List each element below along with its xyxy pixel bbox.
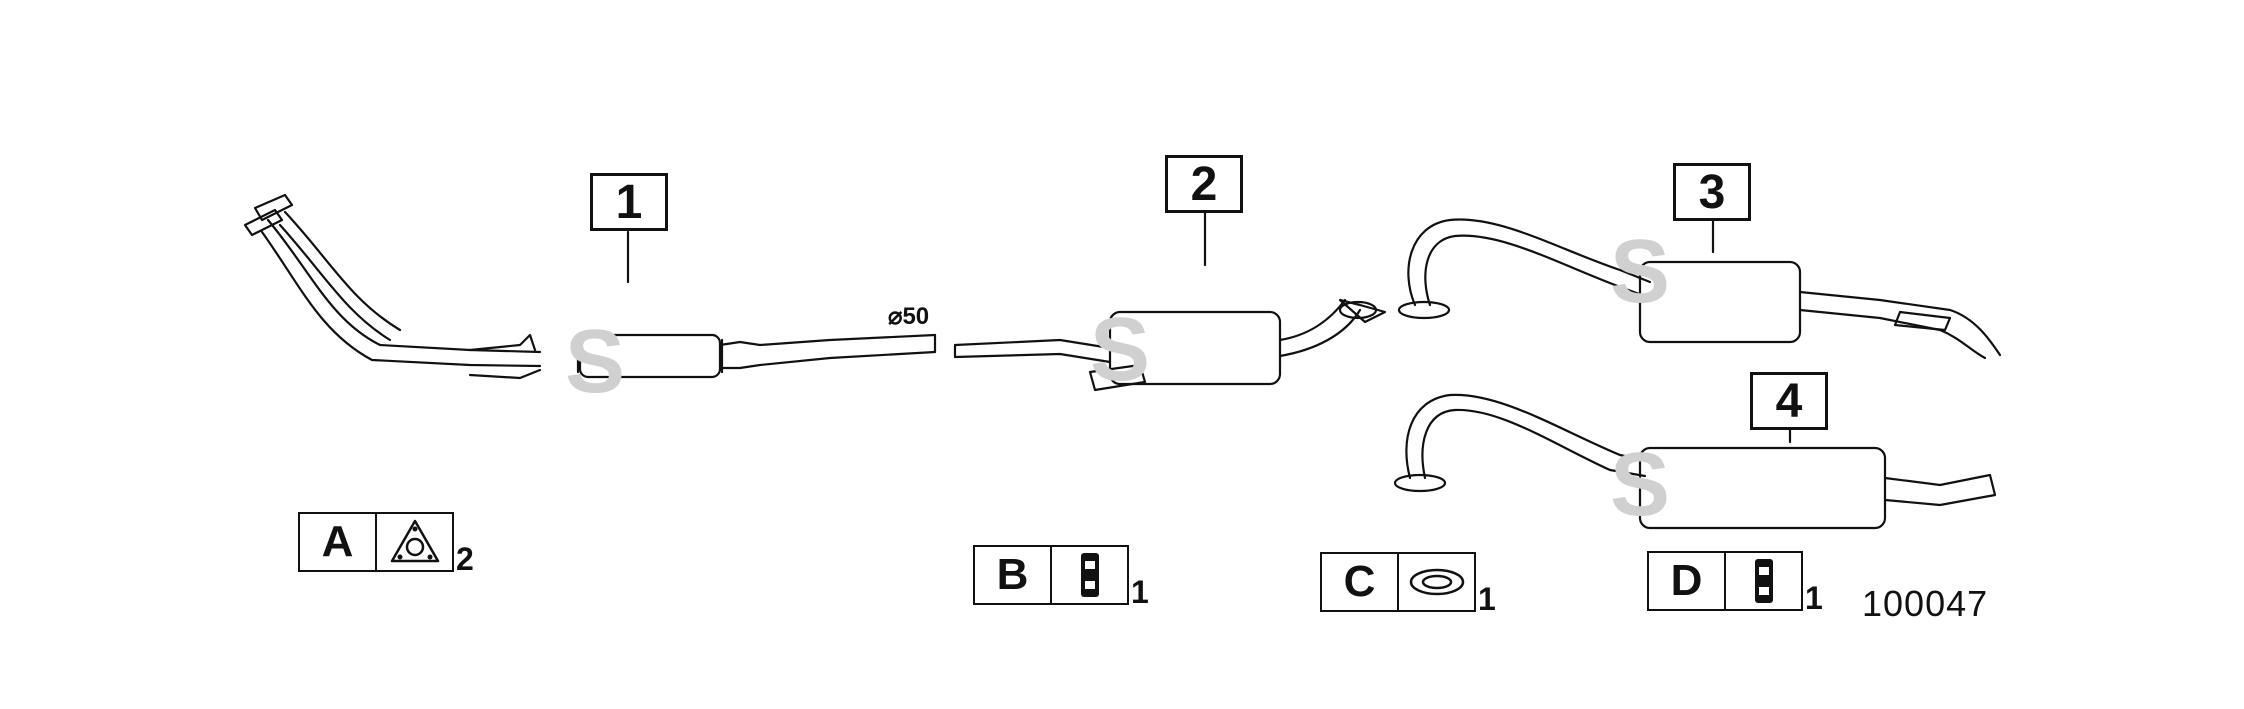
- part-label-3: 3: [1673, 163, 1751, 221]
- svg-text:S: S: [1090, 300, 1150, 400]
- svg-text:S: S: [1610, 222, 1670, 322]
- legend-item-a: A: [298, 512, 454, 572]
- drawing-number: 100047: [1862, 583, 1989, 624]
- legend-letter: D: [1649, 553, 1726, 609]
- legend-item-c: C: [1320, 552, 1476, 612]
- legend-item-d: D: [1647, 551, 1803, 611]
- flange-gasket-icon: [377, 514, 452, 570]
- legend-qty-a: 2: [456, 541, 474, 577]
- svg-text:S: S: [565, 312, 625, 412]
- watermark: S S S S: [565, 222, 1670, 535]
- clamp-icon: [1052, 547, 1127, 603]
- legend-qty-b: 1: [1131, 574, 1149, 610]
- rubber-ring-icon: [1399, 554, 1474, 610]
- part-4-rear-silencer-drawing: [1393, 393, 1997, 530]
- legend-item-b: B: [973, 545, 1129, 605]
- diameter-label: ⌀50: [888, 303, 930, 330]
- part-2-middle-silencer-drawing: [953, 298, 1387, 392]
- legend-letter: C: [1322, 554, 1399, 610]
- legend-letter: B: [975, 547, 1052, 603]
- part-3-rear-silencer-drawing: [1397, 218, 2002, 360]
- part-label-2: 2: [1165, 155, 1243, 213]
- part-1-front-pipe-drawing: [243, 193, 937, 380]
- svg-text:S: S: [1610, 435, 1670, 535]
- part-label-1: 1: [590, 173, 668, 231]
- part-label-4: 4: [1750, 372, 1828, 430]
- clamp-icon: [1726, 553, 1801, 609]
- legend-qty-c: 1: [1478, 581, 1496, 617]
- legend-qty-d: 1: [1805, 580, 1823, 616]
- legend-letter: A: [300, 514, 377, 570]
